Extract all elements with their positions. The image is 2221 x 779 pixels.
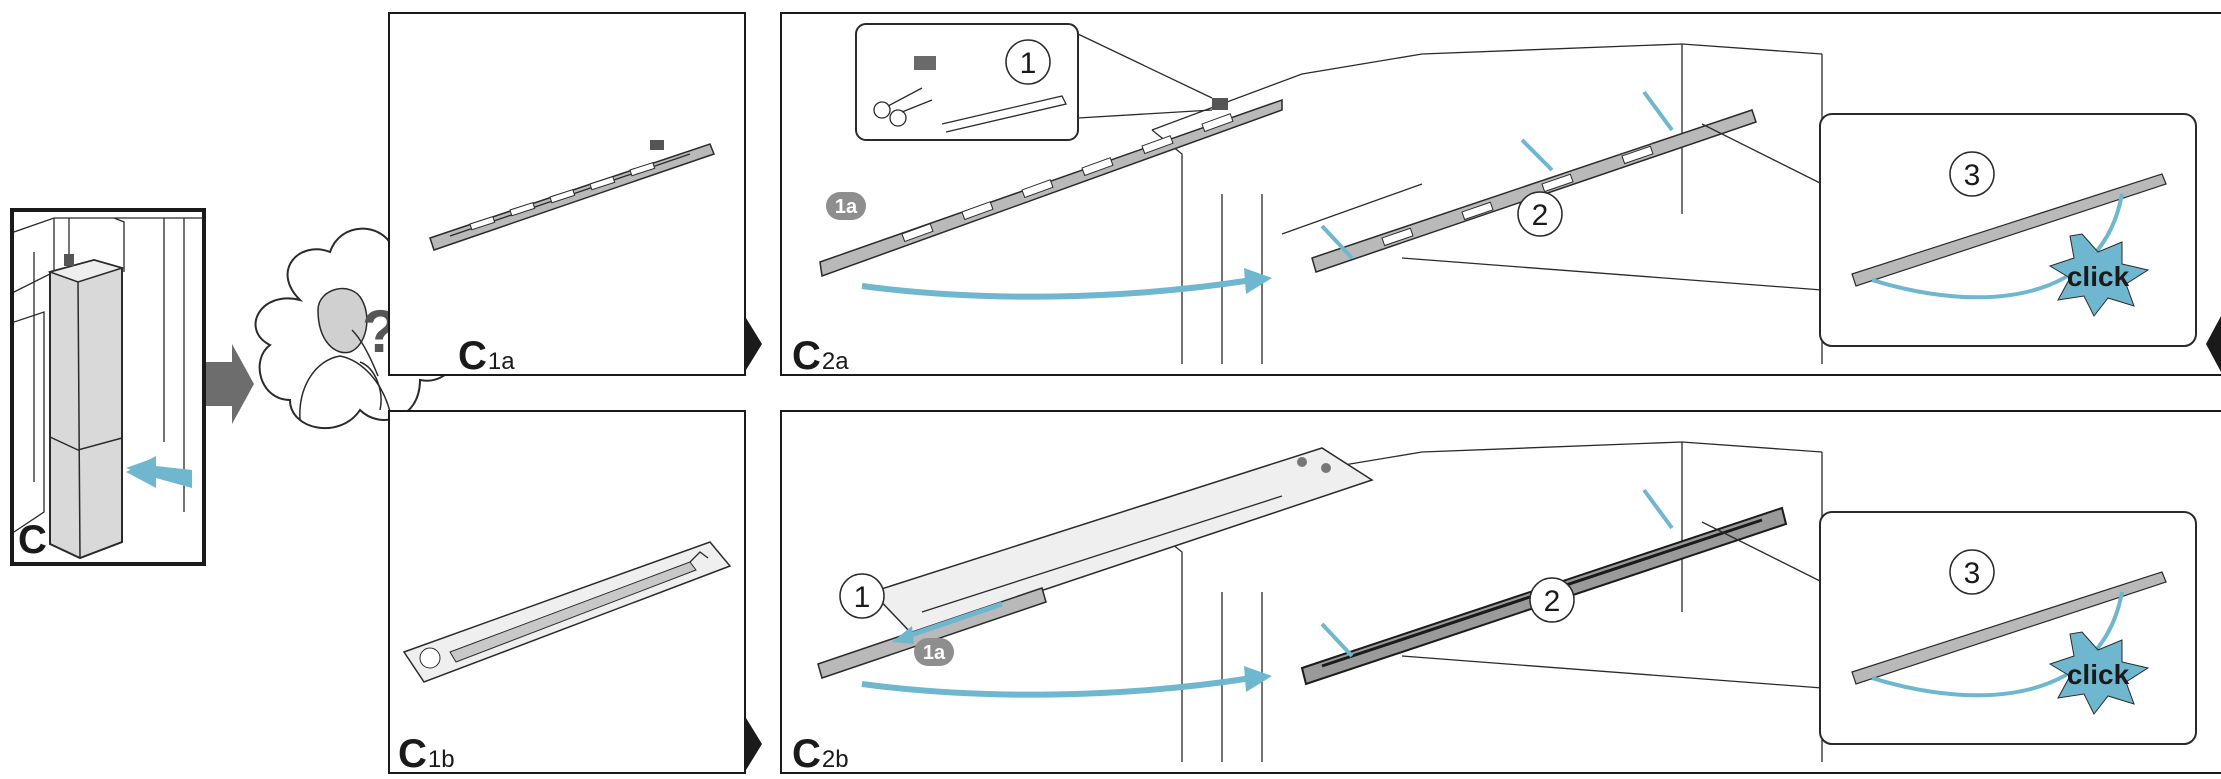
panel-c2a: 1 1a 2 — [780, 12, 2221, 376]
panel-c1a: C1a — [388, 12, 746, 376]
rail-mount-illustration-c2b: 1 1a 2 3 click — [817, 441, 2197, 762]
tools-icon — [914, 56, 936, 70]
panel-label-c1a: C1a — [458, 334, 515, 376]
panel-label-c2b: C2b — [792, 732, 849, 774]
rail-mount-illustration-c2a: 1 1a 2 — [819, 23, 2197, 364]
scissors-icon — [873, 87, 933, 127]
panel-label-c1b: C1b — [398, 732, 455, 774]
svg-text:click: click — [2067, 659, 2130, 690]
svg-text:2: 2 — [1532, 199, 1549, 232]
svg-text:1: 1 — [854, 581, 871, 614]
svg-text:1a: 1a — [835, 196, 858, 218]
svg-text:1: 1 — [1020, 47, 1037, 80]
step-c-panel: C — [10, 208, 206, 566]
panel-label-c2a: C2a — [792, 334, 849, 376]
rail-illustration-c1a — [429, 140, 715, 251]
svg-text:2: 2 — [1544, 585, 1561, 618]
svg-text:3: 3 — [1964, 159, 1981, 192]
step-c-label: C — [18, 518, 47, 562]
svg-text:1a: 1a — [923, 642, 946, 664]
fridge-illustration — [14, 217, 202, 560]
click-starburst-icon: click — [2048, 233, 2150, 317]
svg-text:click: click — [2067, 261, 2130, 292]
screw-icon — [1297, 457, 1331, 473]
click-starburst-icon: click — [2048, 631, 2150, 715]
svg-text:3: 3 — [1964, 557, 1981, 590]
panel-c2b: 1 1a 2 3 click C2b — [780, 410, 2221, 774]
panel-c1b: C1b — [388, 410, 746, 774]
rail-package-c1b — [402, 541, 732, 683]
